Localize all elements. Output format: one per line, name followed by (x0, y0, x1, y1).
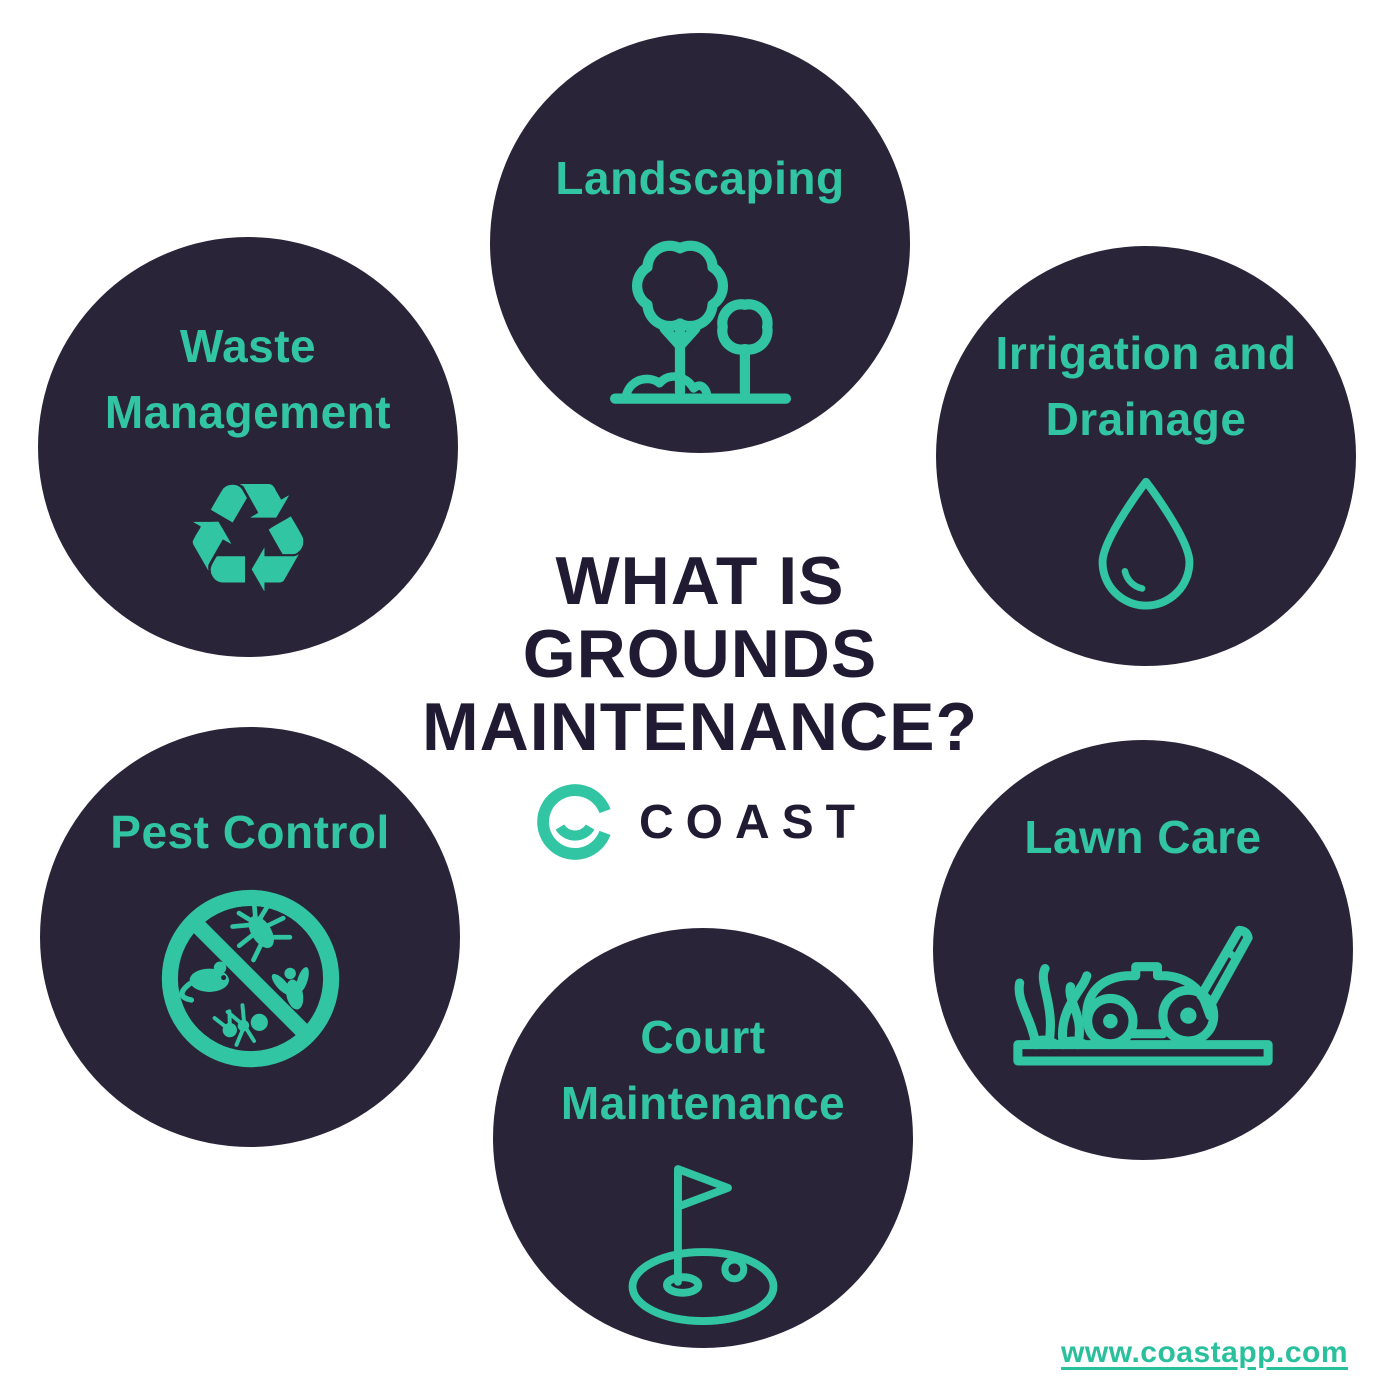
coast-logo: COAST (350, 780, 1050, 864)
circle-waste-management: Waste Management ♻ (38, 237, 458, 657)
pest-control-label: Pest Control (110, 806, 390, 858)
page-title-line3: MAINTENANCE? (422, 689, 978, 765)
circle-landscaping: Landscaping (490, 33, 910, 453)
landscaping-label: Landscaping (555, 152, 845, 204)
brand-name: COAST (639, 795, 867, 849)
irrigation-label-line1: Irrigation and (995, 327, 1297, 379)
lawn-care-label: Lawn Care (1024, 811, 1262, 863)
page-title-line2: GROUNDS (522, 616, 878, 692)
waste-management-label-line1: Waste (179, 320, 317, 372)
circle-irrigation-drainage: Irrigation and Drainage (936, 246, 1356, 666)
trees-icon (609, 240, 791, 404)
recycling-icon: ♻ (179, 450, 317, 627)
water-drop-icon (1098, 477, 1194, 610)
website-link[interactable]: www.coastapp.com (1061, 1336, 1348, 1369)
court-maintenance-label-line2: Maintenance (560, 1077, 846, 1129)
circle-court-maintenance: Court Maintenance (493, 928, 913, 1348)
golf-flag-icon (628, 1165, 778, 1325)
center-title-block: WHAT IS GROUNDS MAINTENANCE? COAST (350, 545, 1050, 864)
irrigation-label-line2: Drainage (1045, 393, 1247, 445)
page-title-line1: WHAT IS (555, 543, 845, 619)
no-pests-icon (161, 889, 339, 1068)
circle-pest-control: Pest Control (40, 727, 460, 1147)
circle-lawn-care: Lawn Care (933, 740, 1353, 1160)
court-maintenance-label-line1: Court (640, 1011, 766, 1063)
lawn-mower-icon (1013, 925, 1273, 1066)
coast-smile-icon (537, 784, 611, 860)
waste-management-label-line2: Management (104, 386, 392, 438)
